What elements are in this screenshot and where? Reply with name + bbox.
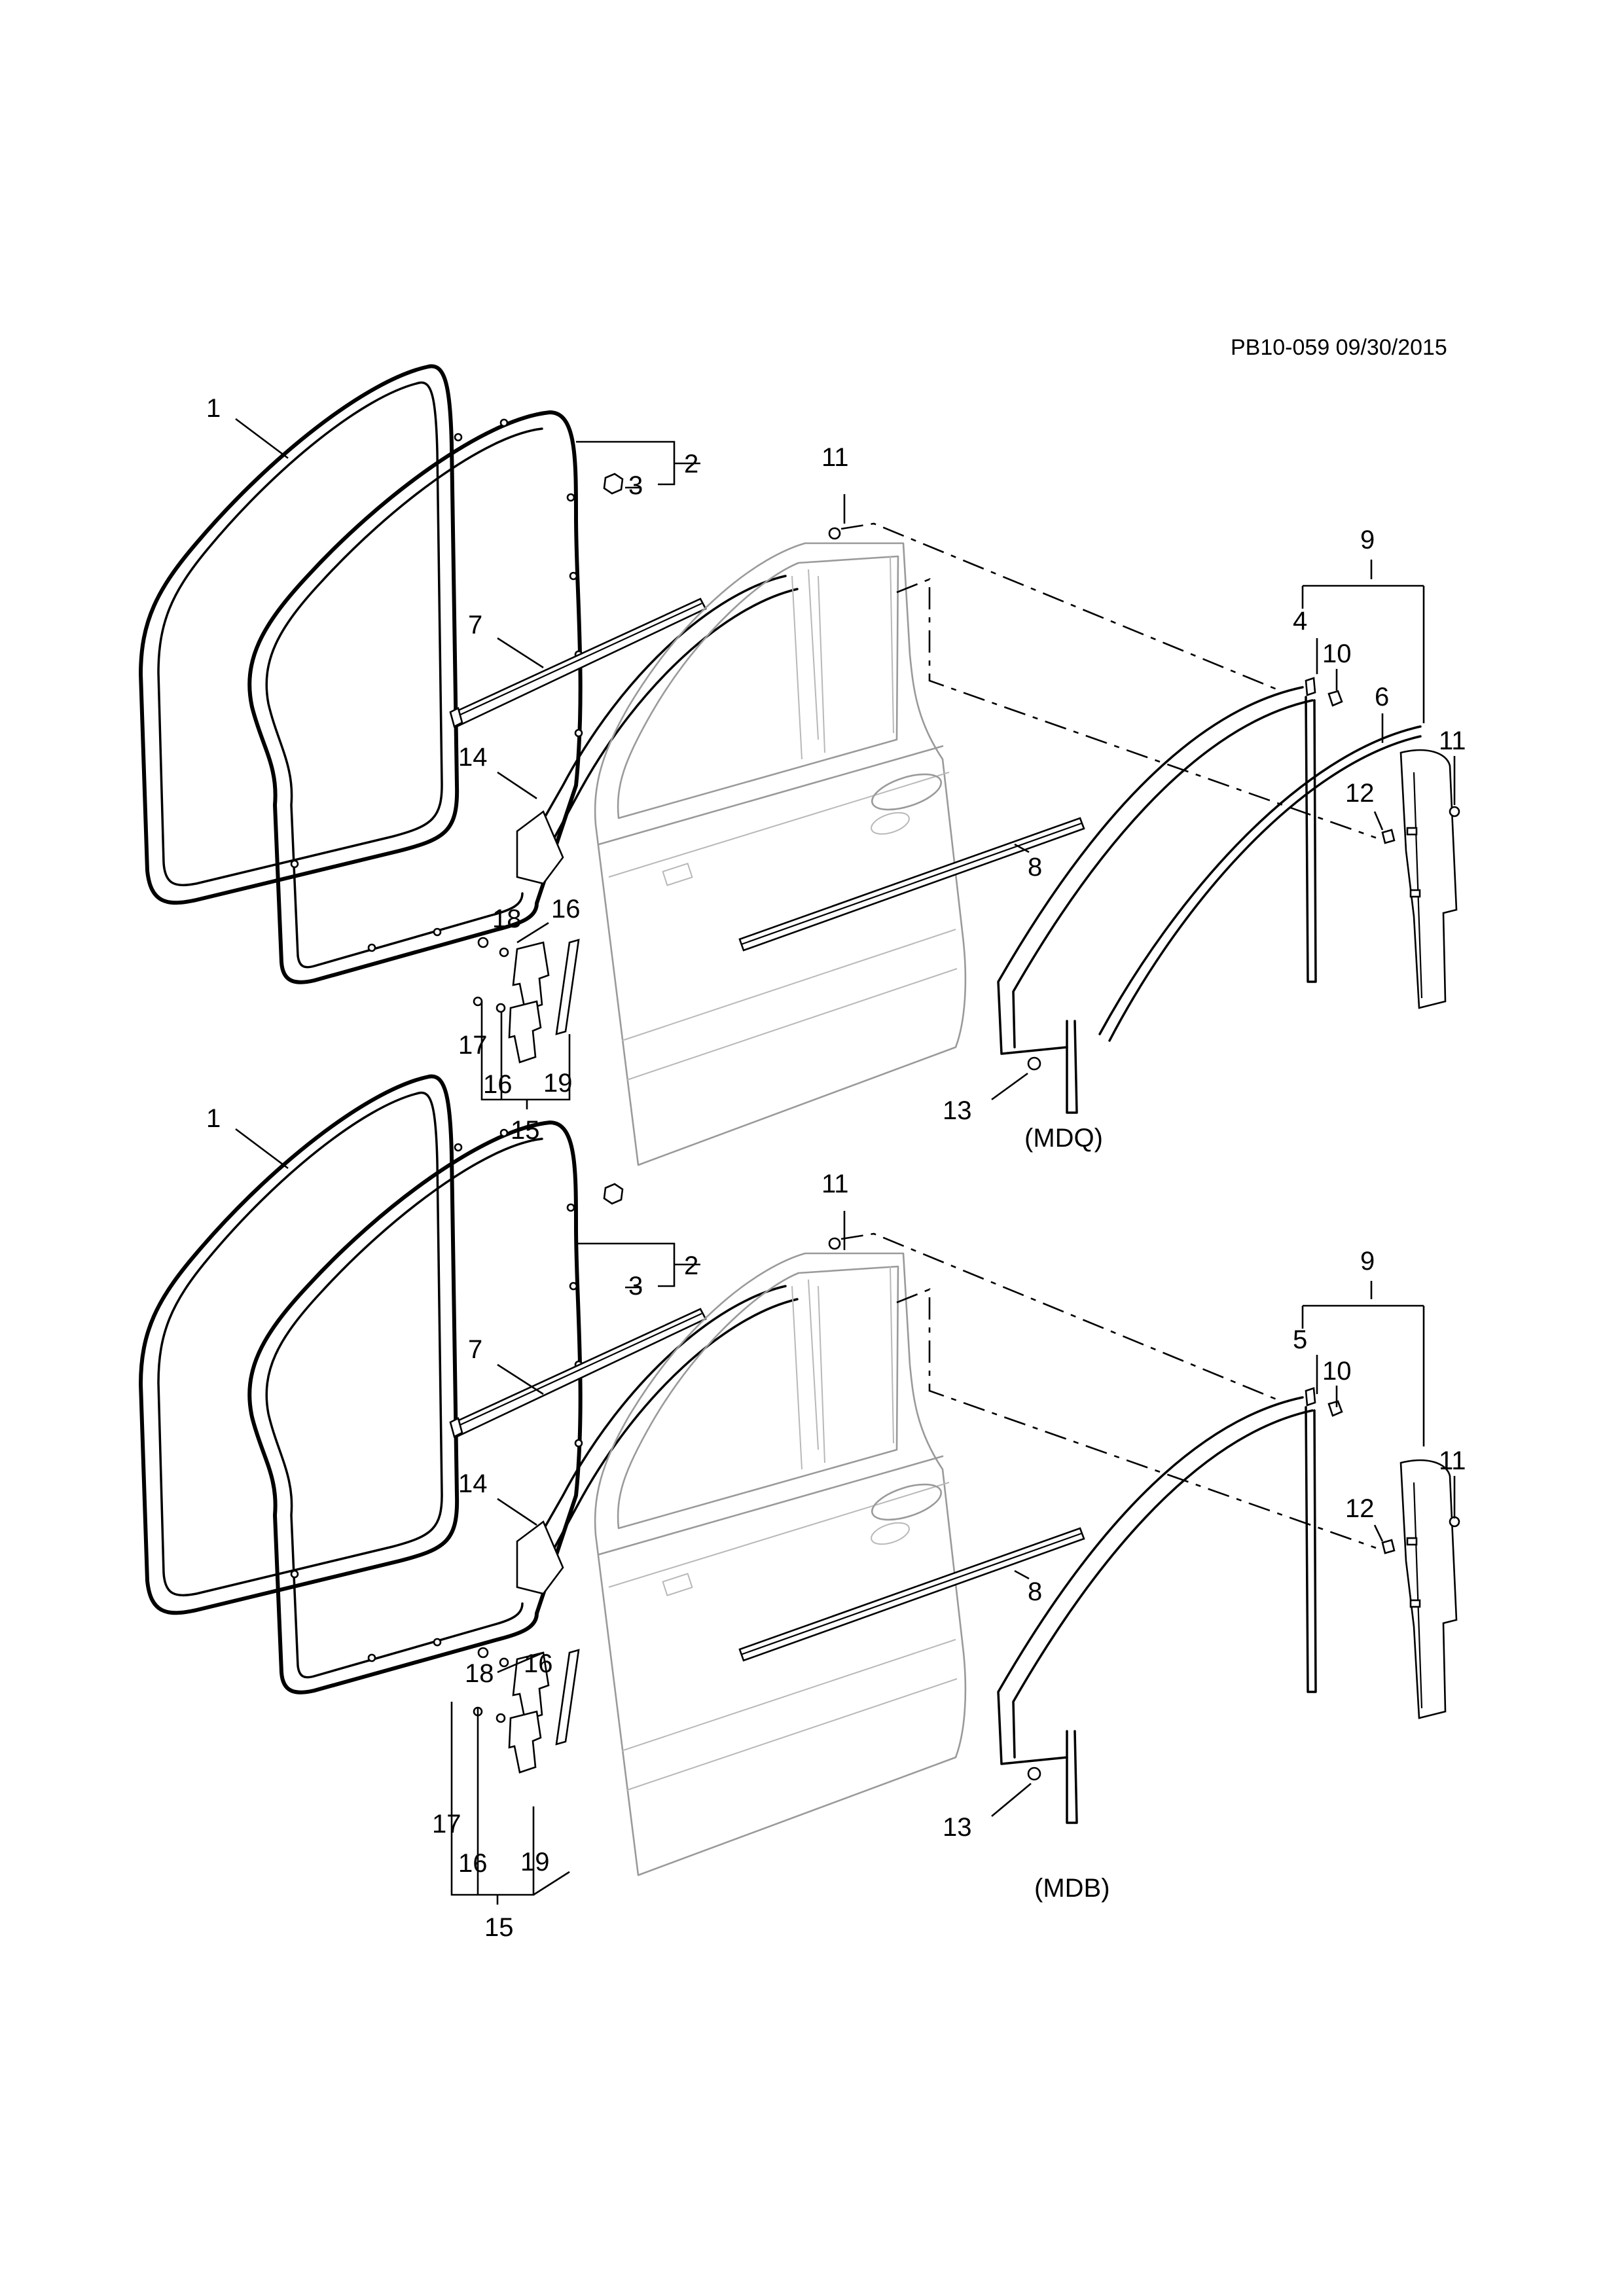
callout-11-top: 11 [821,443,849,472]
callout-8: 8 [1028,1577,1042,1606]
callout-16-lower: 16 [483,1070,513,1099]
callout-6: 6 [1375,683,1389,711]
callout-8: 8 [1028,853,1042,882]
callout-10: 10 [1322,1357,1352,1386]
diagram-reference: PB10-059 09/30/2015 [1231,335,1447,360]
callout-10: 10 [1322,639,1352,668]
callout-17: 17 [458,1031,488,1060]
callout-2: 2 [684,1251,698,1280]
variant-label: (MDB) [1034,1874,1110,1903]
callout-16-lower: 16 [458,1849,488,1878]
callout-16-upper: 16 [551,895,581,924]
callout-3: 3 [628,1272,643,1300]
callout-9: 9 [1360,526,1375,554]
variant-label: (MDQ) [1024,1124,1103,1153]
callout-3: 3 [628,471,643,500]
callout-7: 7 [468,611,482,639]
callout-15: 15 [484,1913,514,1942]
callout-1: 1 [206,394,221,423]
callout-19: 19 [520,1848,550,1876]
callout-16-upper: 16 [524,1649,553,1678]
callout-18: 18 [492,905,522,933]
callout-9: 9 [1360,1247,1375,1276]
callout-14: 14 [458,743,488,772]
glass-run-molding-rear [1098,725,1422,1042]
callout-11-right: 11 [1439,726,1466,755]
callout-12: 12 [1345,779,1375,808]
callout-13: 13 [943,1096,972,1125]
callout-12: 12 [1345,1494,1375,1523]
view-mdq: 1 2 3 7 14 11 9 4 10 6 11 12 8 18 16 17 … [141,367,1466,1165]
callout-14: 14 [458,1469,488,1498]
callout-2: 2 [684,450,698,478]
view-mdb: 1 2 3 7 14 11 9 5 10 11 12 8 18 16 17 16… [141,1077,1466,1942]
callout-19: 19 [543,1069,573,1098]
callout-1: 1 [206,1104,221,1133]
callout-5: 5 [1293,1325,1307,1354]
callout-7: 7 [468,1335,482,1364]
callout-11-top: 11 [821,1170,849,1198]
callout-18: 18 [465,1659,494,1688]
callout-17: 17 [432,1810,461,1839]
callout-11-right: 11 [1439,1446,1466,1475]
callout-4: 4 [1293,607,1307,636]
callout-13: 13 [943,1813,972,1842]
